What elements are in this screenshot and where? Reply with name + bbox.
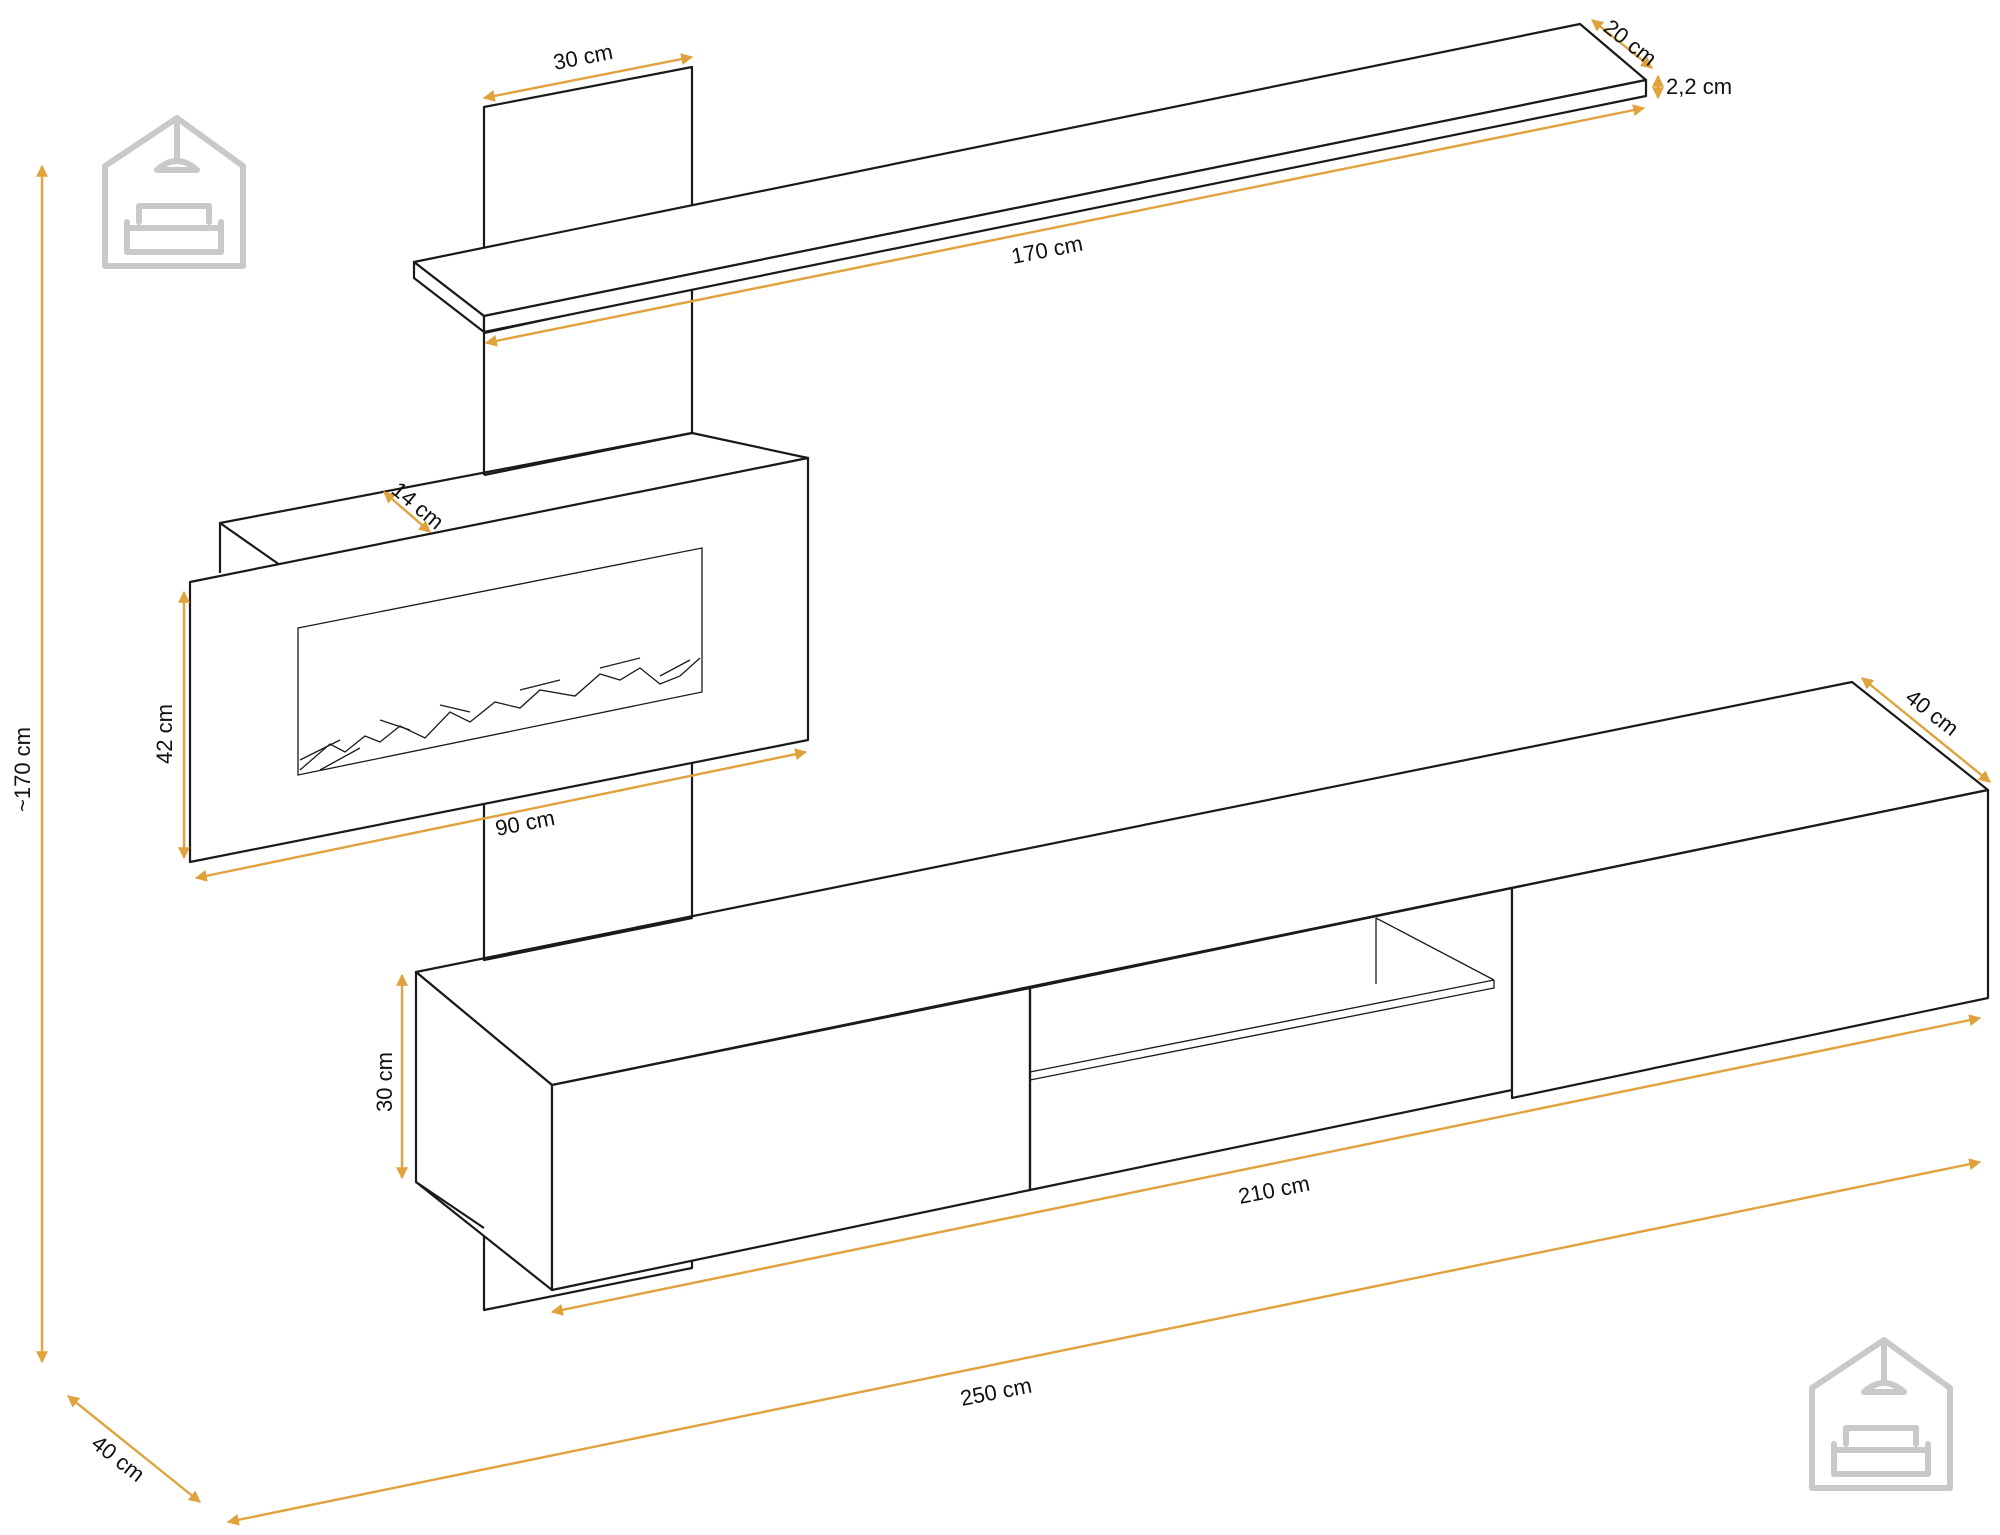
dimension-lines [36,19,1991,1526]
label-cabinet-height: 30 cm [372,1052,397,1112]
label-fireplace-height: 42 cm [152,704,177,764]
label-cabinet-depth: 40 cm [1901,684,1964,741]
electric-fireplace [188,431,810,864]
label-shelf-thickness: 2,2 cm [1666,74,1732,99]
house-logo-icon [102,115,246,269]
label-total-width: 250 cm [958,1373,1034,1411]
label-fireplace-width: 90 cm [493,805,557,841]
tv-cabinet [414,680,1990,1292]
top-shelf [412,22,1648,334]
label-total-height: ~170 cm [10,727,35,812]
house-logo-icon [1809,1337,1953,1491]
label-cabinet-length: 210 cm [1236,1171,1312,1209]
label-shelf-length: 170 cm [1009,231,1085,269]
label-total-depth: 40 cm [87,1430,150,1487]
label-top-panel-width: 30 cm [551,39,615,75]
